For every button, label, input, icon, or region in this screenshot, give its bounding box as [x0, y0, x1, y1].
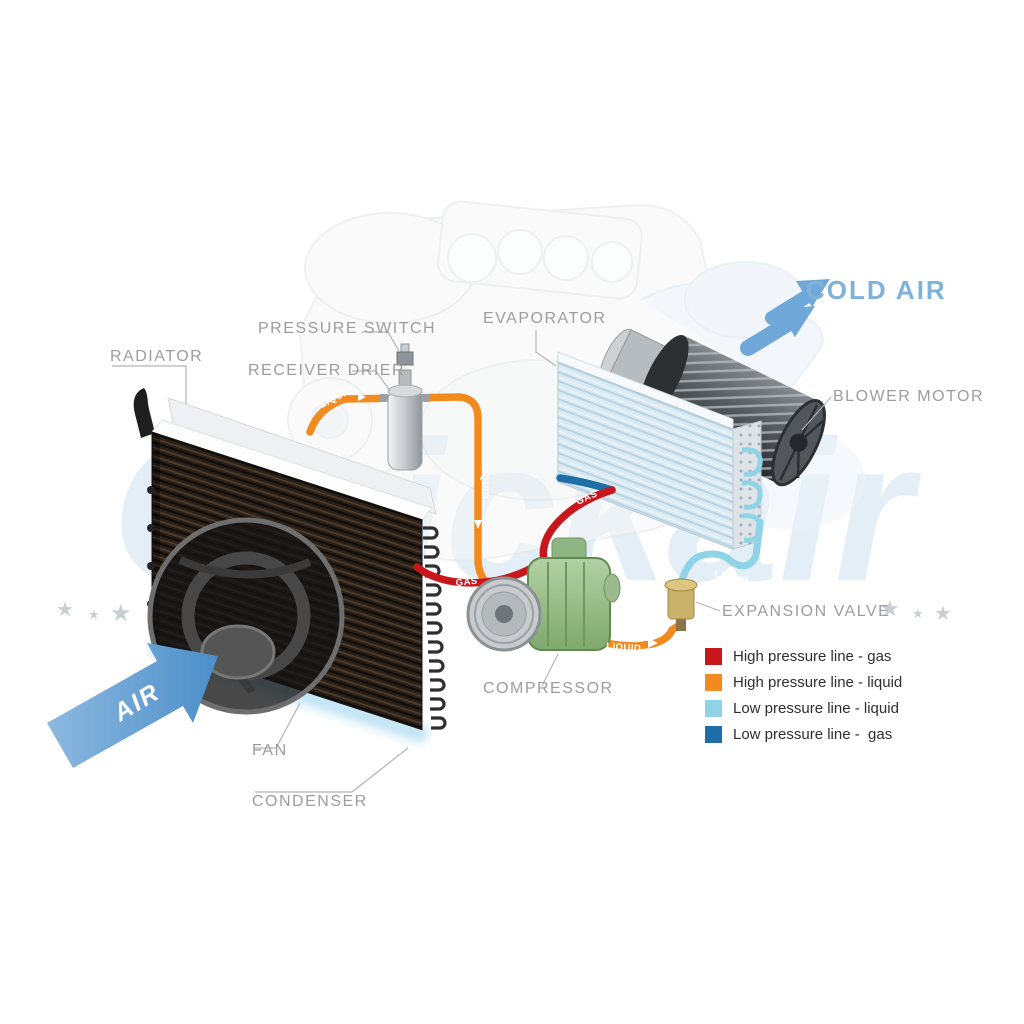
leader-lines: [112, 330, 832, 793]
pressure-switch: [396, 343, 414, 366]
star-icon: ★: [934, 603, 952, 625]
legend-swatch-low-pressure-gas: [705, 726, 722, 743]
star-icon: ★: [110, 600, 132, 627]
label-condenser: CONDENSER: [252, 793, 368, 810]
label-receiver-drier: RECEIVER DRIER: [248, 362, 405, 379]
leader-condenser: [255, 747, 409, 793]
expansion-valve: [664, 578, 698, 631]
label-liquid-3: LIQUID: [606, 641, 642, 654]
star-icon: ★: [56, 599, 74, 621]
radiator: [133, 388, 437, 515]
label-radiator: RADIATOR: [110, 348, 203, 365]
label-pressure-switch: PRESSURE SWITCH: [258, 320, 436, 337]
label-liquid-2: LIQUID: [479, 464, 490, 499]
star-icon: ★: [880, 596, 900, 621]
leader-blower-motor: [801, 396, 832, 431]
label-blower-motor: BLOWER MOTOR: [833, 388, 984, 405]
component-labels: RADIATOR PRESSURE SWITCH RECEIVER DRIER …: [110, 275, 984, 810]
legend-item-high-pressure-gas: High pressure line - gas: [705, 648, 902, 665]
legend-swatch-high-pressure-liquid: [705, 674, 722, 691]
label-compressor: COMPRESSOR: [483, 680, 614, 697]
legend-label: High pressure line - gas: [733, 648, 892, 665]
fan-hub: [200, 624, 276, 680]
label-evaporator: EVAPORATOR: [483, 310, 606, 327]
flow-arrow-icon: [474, 520, 482, 529]
legend-swatch-low-pressure-liquid: [705, 700, 722, 717]
evaporator: [557, 351, 763, 550]
leader-evaporator: [535, 330, 557, 367]
leader-fan: [255, 702, 301, 749]
star-icon: ★: [912, 606, 924, 621]
legend-label: High pressure line - liquid: [733, 674, 903, 691]
leader-compressor: [541, 653, 559, 687]
radiator-bracket: [133, 388, 155, 438]
low-pressure-liquid-line: [677, 518, 764, 587]
legend-item-low-pressure-gas: Low pressure line - gas: [705, 726, 902, 743]
legend-swatch-high-pressure-gas: [705, 648, 722, 665]
legend-label: Low pressure line - liquid: [733, 700, 899, 717]
air-arrow: AIR: [47, 643, 218, 768]
leader-receiver-drier: [352, 370, 391, 392]
label-cold-air: COLD AIR: [806, 275, 947, 305]
legend: High pressure line - gas High pressure l…: [705, 648, 902, 752]
star-icon: ★: [88, 607, 100, 622]
label-gas-1: GAS: [455, 576, 478, 589]
legend-label: Low pressure line - gas: [733, 726, 893, 743]
cold-air-arrows: [740, 279, 830, 356]
leader-radiator: [112, 365, 187, 404]
flow-arrow-icon: [358, 393, 366, 401]
label-expansion-valve: EXPANSION VALVE: [722, 603, 890, 620]
leader-pressure-switch: [362, 331, 400, 352]
compressor-pulley: [466, 576, 542, 652]
label-fan: FAN: [252, 742, 288, 759]
leader-expansion-valve: [695, 601, 721, 612]
legend-item-low-pressure-liquid: Low pressure line - liquid: [705, 700, 902, 717]
flow-arrow-icon: [648, 638, 658, 648]
legend-item-high-pressure-liquid: High pressure line - liquid: [705, 674, 902, 691]
compressor: [466, 537, 621, 652]
receiver-drier: [380, 343, 430, 471]
